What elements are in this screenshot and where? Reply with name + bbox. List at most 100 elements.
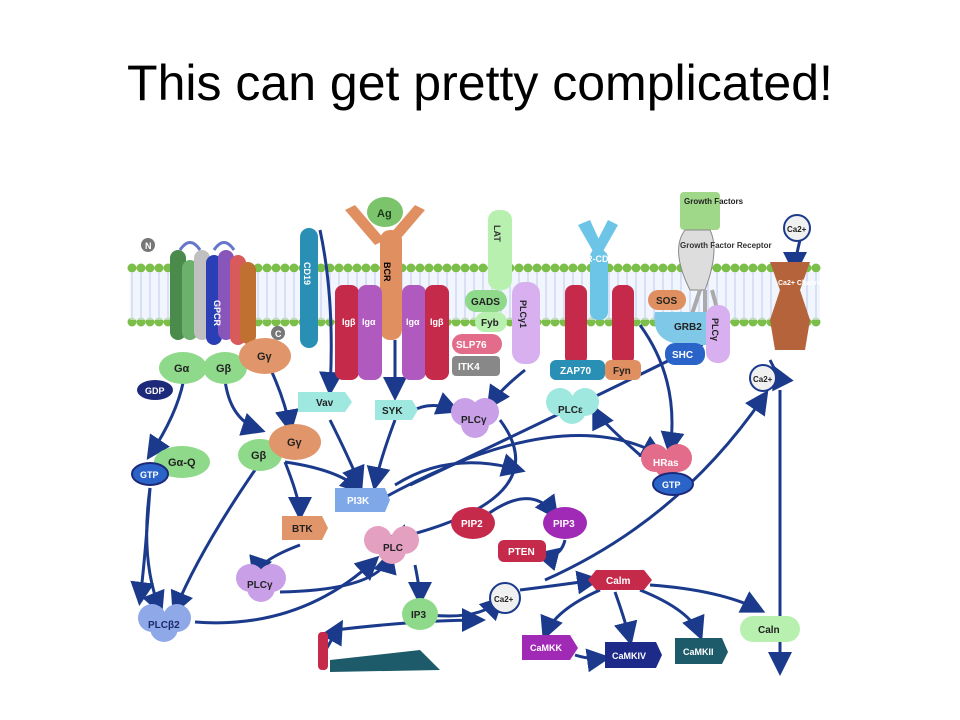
lipid-head — [478, 263, 488, 273]
ig-alpha-left: Igα — [362, 317, 376, 327]
slide-title: This can get pretty complicated! — [127, 55, 833, 111]
node-galphaq: Gα-Q — [168, 457, 196, 469]
lipid-head — [460, 263, 470, 273]
lipid-head — [559, 263, 569, 273]
lipid-head — [631, 263, 641, 273]
node-fyb: Fyb — [481, 318, 499, 329]
lipid-head — [622, 263, 632, 273]
lipid-head — [523, 263, 533, 273]
node-plcb2: PLCβ2 — [148, 620, 180, 631]
arrow-side — [130, 487, 155, 606]
arrow-cd19-vav — [318, 229, 343, 396]
node-gbeta-bg — [203, 352, 247, 384]
node-syk-bg — [375, 400, 418, 420]
node-galpha-bg — [159, 352, 207, 384]
ig-beta-left: Igβ — [342, 317, 356, 327]
node-plcg-mid: PLCγ — [461, 415, 487, 426]
node-grb2: GRB2 — [674, 322, 702, 333]
node-ggamma-bg — [239, 338, 291, 374]
node-plcg1-bg — [512, 282, 540, 364]
lipid-head — [361, 263, 371, 273]
lipid-head — [532, 263, 542, 273]
arrow-plc-ip3 — [407, 564, 432, 606]
arrow-hras-plce — [592, 404, 641, 457]
node-sos-bg — [648, 290, 686, 310]
partial-teal-structure — [330, 650, 440, 672]
node-plce-bg — [546, 388, 599, 424]
lipid-head — [757, 263, 767, 273]
node-pip3-bg — [543, 507, 587, 539]
node-itk4: ITK4 — [458, 362, 480, 373]
node-vav: Vav — [316, 398, 334, 409]
node-calm-bg — [588, 570, 652, 590]
node-gtp-gq-bg — [131, 462, 169, 486]
bcr-label: BCR — [382, 262, 392, 282]
node-syk: SYK — [382, 406, 403, 417]
lipid-head — [271, 263, 281, 273]
growth-factors-label: Growth Factors — [684, 197, 744, 206]
lipid-head — [406, 263, 416, 273]
node-ggamma2-bg — [269, 424, 321, 460]
lipid-head — [424, 263, 434, 273]
lipid-head — [541, 263, 551, 273]
node-gtp-gq: GTP — [140, 470, 159, 480]
node-plcg-low: PLCγ — [247, 580, 273, 591]
node-plcg-mid-bg — [451, 398, 499, 438]
lipid-head — [343, 263, 353, 273]
partial-red-protein — [318, 632, 328, 670]
node-pten-bg — [498, 540, 546, 562]
ig-alpha-right: Igα — [406, 317, 420, 327]
node-caln-bg — [740, 616, 800, 642]
node-gtp-hras: GTP — [662, 480, 681, 490]
arrow-ggamma-ggamma2 — [268, 367, 299, 434]
node-itk4-bg — [452, 356, 500, 376]
node-vav-bg — [298, 392, 352, 412]
bcr-complex: BCR Ag Igβ Igα Igα Igβ — [335, 197, 449, 380]
gpcr-receptor: GPCR — [170, 241, 256, 345]
arrow-ca-calm — [519, 570, 601, 595]
lat-label: LAT — [492, 225, 502, 242]
node-pip2-bg — [451, 507, 495, 539]
node-plce: PLCε — [558, 405, 583, 416]
lipid-head — [334, 263, 344, 273]
node-grb2-bg — [654, 312, 715, 345]
arrow-plcg-plc — [384, 419, 518, 548]
arrow-calm-camkii — [639, 588, 705, 641]
arrow-plcb2-plc — [194, 555, 380, 625]
lipid-head — [811, 263, 821, 273]
lipid-head — [730, 263, 740, 273]
lipid-head — [613, 263, 623, 273]
node-gtp-hras-bg — [652, 472, 694, 496]
node-ca-top-bg — [783, 214, 811, 242]
node-camkk-bg — [522, 635, 578, 660]
tcr-cd3-complex: TCR-CD3 Complex — [565, 220, 654, 365]
node-slp76-bg — [452, 334, 502, 354]
cd19-receptor: CD19 — [300, 228, 318, 348]
cd19-label: CD19 — [302, 262, 312, 285]
arrow-ca-cachannel — [544, 390, 769, 582]
node-plcg1: PLCγ1 — [518, 300, 528, 328]
node-caln: Caln — [758, 625, 780, 636]
node-ip3-bg — [402, 598, 438, 630]
node-calm: Calm — [606, 576, 631, 587]
arrow-cachannel-ca — [768, 359, 794, 392]
node-pip2: PIP2 — [461, 519, 483, 530]
node-pi3k: PI3K — [347, 496, 370, 507]
node-fyn-bg — [605, 360, 641, 380]
node-shc: SHC — [672, 350, 693, 361]
node-hras: HRas — [653, 458, 679, 469]
arrow-gbeta2-plcb2 — [170, 469, 257, 616]
arrow-syk-pi3k — [366, 419, 397, 491]
node-ca-right: Ca2+ — [753, 375, 773, 384]
n-terminus-marker — [141, 238, 155, 252]
node-pten: PTEN — [508, 547, 535, 558]
lipid-head — [667, 263, 677, 273]
lipid-head — [289, 263, 299, 273]
lipid-head — [712, 263, 722, 273]
lipid-head — [514, 263, 524, 273]
node-ca-mid: Ca2+ — [494, 595, 514, 604]
node-ca-right-bg — [749, 364, 777, 392]
lipid-head — [316, 263, 326, 273]
node-gads: GADS — [471, 297, 500, 308]
lipid-head — [640, 263, 650, 273]
